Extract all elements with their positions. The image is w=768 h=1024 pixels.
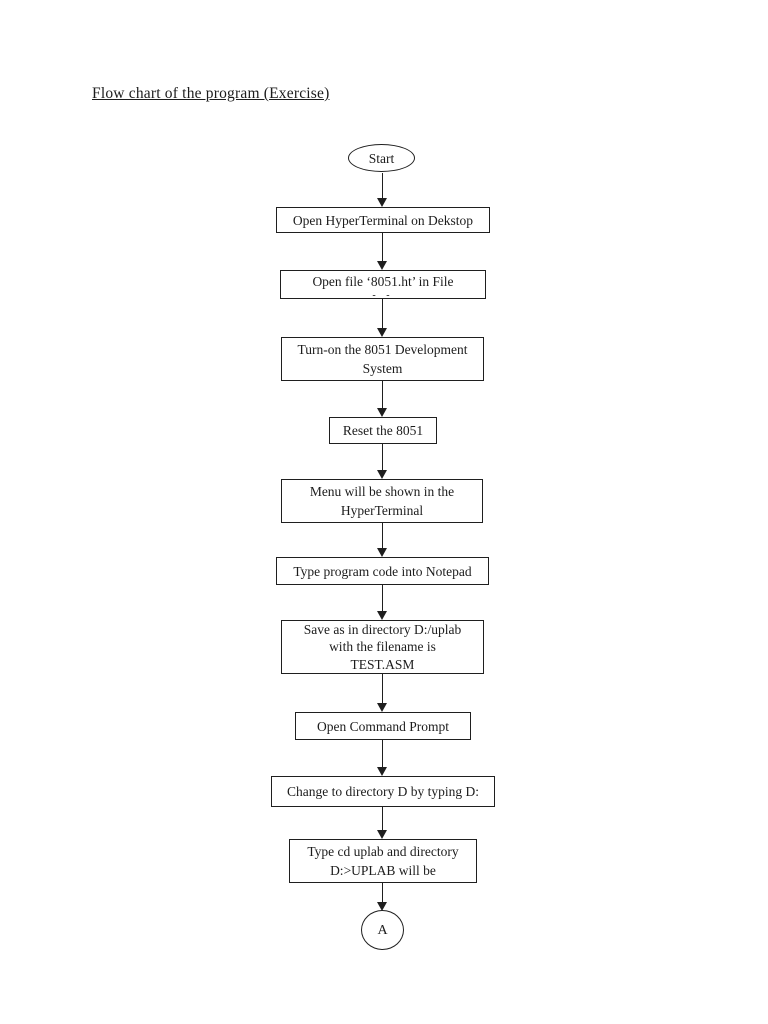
- flow-node-open-hyperterminal: Open HyperTerminal on Dekstop: [276, 207, 490, 233]
- node-label: Open Command Prompt: [317, 718, 449, 734]
- flow-node-change-directory: Change to directory D by typing D:: [271, 776, 495, 807]
- flow-node-menu-shown: Menu will be shown in the HyperTerminal: [281, 479, 483, 523]
- node-label: Type program code into Notepad: [293, 563, 472, 579]
- node-label: Turn-on the 8051 Development System: [297, 342, 468, 376]
- arrow-save-as-to-open-cmd: [377, 674, 388, 712]
- arrow-open-cmd-to-change-dir: [377, 740, 388, 776]
- node-label: Menu will be shown in the HyperTerminal: [309, 484, 455, 518]
- flow-node-turn-on-system: Turn-on the 8051 Development System: [281, 337, 484, 381]
- flow-node-start: Start: [348, 144, 415, 172]
- node-label: Save as in directory D:/uplab with the f…: [303, 621, 462, 672]
- arrow-reset-to-menu: [377, 444, 388, 479]
- flow-node-open-file: Open file ‘8051.ht’ in File - -: [280, 270, 486, 299]
- node-label: Change to directory D by typing D:: [287, 784, 479, 799]
- arrow-turn-on-to-reset: [377, 381, 388, 417]
- arrow-change-dir-to-type-cd: [377, 807, 388, 839]
- node-label: Type cd uplab and directory D:>UPLAB wil…: [307, 844, 459, 878]
- arrow-open-hyperterminal-to-open-file: [377, 233, 388, 270]
- arrow-type-program-to-save-as: [377, 585, 388, 620]
- arrow-open-file-to-turn-on: [377, 299, 388, 337]
- node-label: Reset the 8051: [342, 423, 424, 438]
- flow-node-type-program: Type program code into Notepad: [276, 557, 489, 585]
- flow-node-save-as: Save as in directory D:/uplab with the f…: [281, 620, 484, 674]
- flow-node-reset-8051: Reset the 8051: [329, 417, 437, 444]
- node-label: Open file ‘8051.ht’ in File: [312, 274, 454, 289]
- flow-node-open-command-prompt: Open Command Prompt: [295, 712, 471, 740]
- flow-node-connector-a: A: [361, 910, 404, 950]
- node-label: Open HyperTerminal on Dekstop: [292, 212, 474, 228]
- node-label: A: [377, 922, 388, 938]
- clipped-text-fragment: - -: [372, 292, 394, 298]
- node-label: Start: [368, 150, 395, 166]
- arrow-type-cd-to-connector-a: [377, 883, 388, 911]
- arrow-start-to-open-hyperterminal: [377, 173, 388, 207]
- page-title: Flow chart of the program (Exercise): [92, 85, 330, 102]
- arrow-menu-to-type-program: [377, 523, 388, 557]
- flow-node-type-cd-uplab: Type cd uplab and directory D:>UPLAB wil…: [289, 839, 477, 883]
